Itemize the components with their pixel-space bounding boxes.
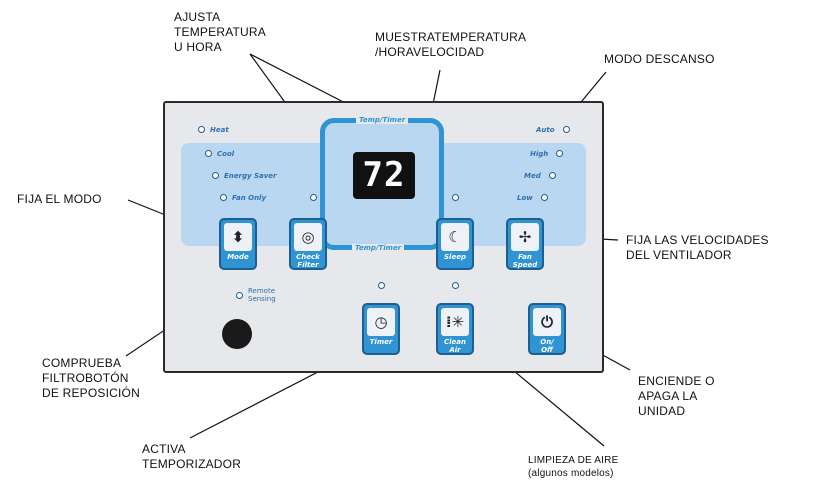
- callout-filter: COMPRUEBA FILTROBOTÓN DE REPOSICIÓN: [42, 356, 140, 401]
- fan-icon: ✢: [511, 223, 539, 251]
- mode-button-label: Mode: [227, 253, 249, 261]
- callout-clean-air: LIMPIEZA DE AIRE (algunos modelos): [528, 454, 618, 480]
- callout-adjust: AJUSTA TEMPERATURA U HORA: [174, 10, 266, 55]
- callout-clean-air-line-2: (algunos modelos): [528, 468, 614, 479]
- callout-power-line-2: APAGA LA: [638, 389, 698, 403]
- clean-air-label-line-1: Clean: [444, 338, 466, 346]
- callout-filter-line-1: COMPRUEBA: [42, 356, 122, 370]
- fan-label-high: High: [530, 150, 549, 158]
- callout-mode: FIJA EL MODO: [17, 192, 102, 207]
- led-clean-air: [452, 282, 459, 289]
- check-filter-button[interactable]: ◎ Check Filter: [289, 218, 327, 270]
- led-high: [556, 150, 563, 157]
- callout-fan-line-1: FIJA LAS VELOCIDADES: [626, 233, 769, 247]
- led-energy-saver: [212, 172, 219, 179]
- display-bottom-label: Temp/Timer: [352, 244, 405, 252]
- ionizer-icon: ⁞✳: [441, 308, 469, 336]
- callout-display: MUESTRATEMPERATURA /HORAVELOCIDAD: [375, 30, 526, 60]
- moon-icon: ☾: [441, 223, 469, 251]
- sleep-button-label: Sleep: [444, 253, 466, 261]
- fan-speed-button-label: Fan Speed: [508, 253, 542, 269]
- check-filter-label-line-1: Check: [296, 253, 320, 261]
- led-check-filter: [310, 194, 317, 201]
- clean-air-button[interactable]: ⁞✳ Clean Air: [436, 303, 474, 355]
- power-button-label: On/ Off: [530, 338, 564, 354]
- display-top-label: Temp/Timer: [356, 116, 409, 124]
- callout-adjust-line-3: U HORA: [174, 40, 222, 54]
- callout-clean-air-line-1: LIMPIEZA DE AIRE: [528, 455, 619, 466]
- timer-button-label: Timer: [369, 338, 393, 346]
- callout-display-line-1: MUESTRATEMPERATURA: [375, 30, 527, 44]
- power-button[interactable]: ⏻ On/ Off: [528, 303, 566, 355]
- led-remote-sensing: [236, 292, 243, 299]
- mode-label-cool: Cool: [217, 150, 235, 158]
- up-down-arrows-icon: ⬍: [224, 223, 252, 251]
- led-auto: [563, 126, 570, 133]
- timer-button[interactable]: ◷ Timer: [362, 303, 400, 355]
- remote-sensing-label: Remote Sensing: [248, 287, 276, 303]
- check-filter-label-line-2: Filter: [297, 261, 319, 269]
- remote-sensing-line-2: Sensing: [248, 295, 276, 303]
- mode-button[interactable]: ⬍ Mode: [219, 218, 257, 270]
- power-icon: ⏻: [533, 308, 561, 336]
- callout-display-line-2: /HORAVELOCIDAD: [375, 45, 485, 59]
- callout-fan-speed: FIJA LAS VELOCIDADES DEL VENTILADOR: [626, 233, 769, 263]
- fan-label-line-2: Speed: [512, 261, 538, 269]
- led-cool: [205, 150, 212, 157]
- led-heat: [198, 126, 205, 133]
- callout-timer-line-1: ACTIVA: [142, 442, 186, 456]
- led-fan-only: [220, 194, 227, 201]
- check-filter-button-label: Check Filter: [291, 253, 325, 269]
- remote-sensing-line-1: Remote: [248, 287, 276, 295]
- power-label-line-2: Off: [541, 346, 553, 354]
- callout-mode-line-1: FIJA EL MODO: [17, 192, 102, 206]
- clean-air-button-label: Clean Air: [438, 338, 472, 354]
- remote-sensor: [222, 319, 252, 349]
- callout-power-line-3: UNIDAD: [638, 404, 686, 418]
- mode-label-heat: Heat: [210, 126, 229, 134]
- mode-label-energy-saver: Energy Saver: [224, 172, 277, 180]
- fan-label-auto: Auto: [536, 126, 555, 134]
- led-med: [549, 172, 556, 179]
- power-label-line-1: On/: [540, 338, 554, 346]
- led-low: [541, 194, 548, 201]
- filter-icon: ◎: [294, 223, 322, 251]
- clock-icon: ◷: [367, 308, 395, 336]
- callout-adjust-line-1: AJUSTA: [174, 10, 221, 24]
- fan-label-line-1: Fan: [518, 253, 532, 261]
- sleep-button[interactable]: ☾ Sleep: [436, 218, 474, 270]
- callout-power-line-1: ENCIENDE O: [638, 374, 715, 388]
- callout-timer-line-2: TEMPORIZADOR: [142, 457, 242, 471]
- callout-filter-line-3: DE REPOSICIÓN: [42, 386, 140, 400]
- callout-timer: ACTIVA TEMPORIZADOR: [142, 442, 241, 472]
- callout-power: ENCIENDE O APAGA LA UNIDAD: [638, 374, 715, 419]
- fan-speed-button[interactable]: ✢ Fan Speed: [506, 218, 544, 270]
- callout-filter-line-2: FILTROBOTÓN: [42, 371, 129, 385]
- mode-label-fan-only: Fan Only: [232, 194, 267, 202]
- clean-air-label-line-2: Air: [449, 346, 461, 354]
- callout-sleep-line-1: MODO DESCANSO: [604, 52, 715, 66]
- callout-sleep: MODO DESCANSO: [604, 52, 715, 67]
- fan-label-low: Low: [517, 194, 533, 202]
- temperature-display: 72: [353, 152, 415, 199]
- callout-fan-line-2: DEL VENTILADOR: [626, 248, 732, 262]
- fan-label-med: Med: [524, 172, 541, 180]
- led-sleep: [452, 194, 459, 201]
- led-timer: [378, 282, 385, 289]
- callout-adjust-line-2: TEMPERATURA: [174, 25, 266, 39]
